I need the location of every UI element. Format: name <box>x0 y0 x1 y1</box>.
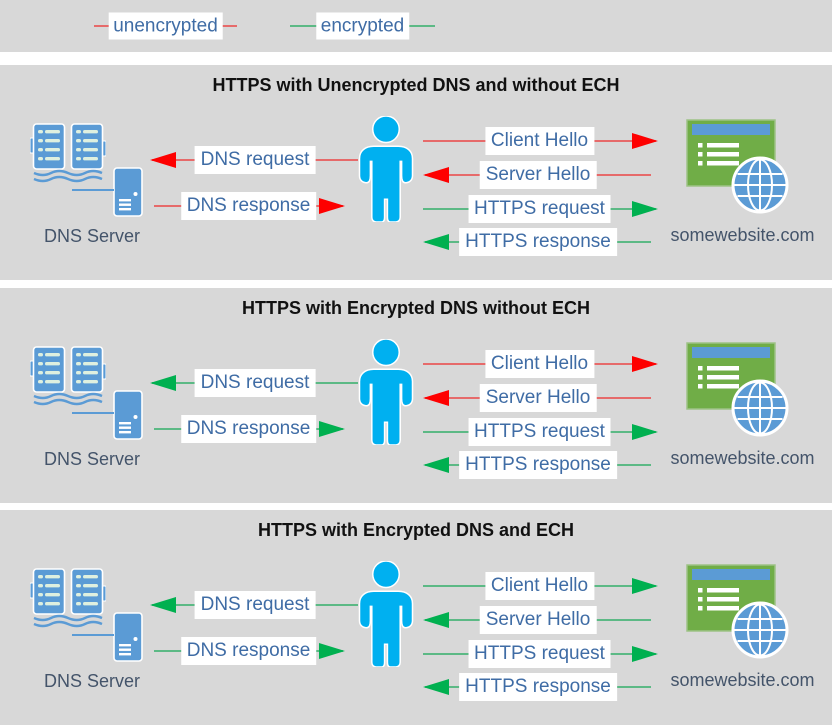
server-icon <box>113 167 143 217</box>
dns-server-label: DNS Server <box>44 449 141 469</box>
arrowhead-icon <box>319 198 345 214</box>
panel-title: HTTPS with Encrypted DNS without ECH <box>241 298 590 318</box>
website-label: somewebsite.com <box>670 225 815 245</box>
arrowhead-icon <box>632 578 658 594</box>
arrow-label: Client Hello <box>484 350 595 378</box>
arrow-label: HTTPS response <box>459 228 617 256</box>
arrowhead-icon <box>423 457 449 473</box>
book-icon <box>30 567 106 629</box>
arrowhead-icon <box>319 643 345 659</box>
arrow-label: DNS response <box>180 192 317 220</box>
arrowhead-icon <box>423 679 449 695</box>
website-label: somewebsite.com <box>670 670 815 690</box>
arrow-label: HTTPS request <box>468 640 611 668</box>
arrowhead-icon <box>150 375 176 391</box>
website-icon <box>686 342 821 442</box>
arrowhead-icon <box>423 234 449 250</box>
arrowhead-icon <box>632 133 658 149</box>
arrow-label: DNS response <box>180 415 317 443</box>
arrow-label: DNS request <box>194 369 316 397</box>
arrow-label: HTTPS request <box>468 195 611 223</box>
arrow-label: DNS response <box>180 637 317 665</box>
arrow-label: Client Hello <box>484 127 595 155</box>
book-icon <box>30 122 106 184</box>
arrow-label: Server Hello <box>479 384 597 412</box>
panel-encrypted-dns-with-ech: HTTPS with Encrypted DNS and ECH DNS Ser… <box>0 510 832 725</box>
arrowhead-icon <box>150 152 176 168</box>
dns-server-label: DNS Server <box>44 671 141 691</box>
encrypted-line-sample <box>393 25 435 27</box>
server-icon <box>113 390 143 440</box>
legend-bar: unencrypted encrypted <box>0 0 832 52</box>
connector-line <box>72 412 114 414</box>
panel-unencrypted-dns-no-ech: HTTPS with Unencrypted DNS and without E… <box>0 65 832 280</box>
website-label: somewebsite.com <box>670 448 815 468</box>
connector-line <box>72 189 114 191</box>
arrowhead-icon <box>423 167 449 183</box>
arrow-label: HTTPS response <box>459 673 617 701</box>
panel-title: HTTPS with Unencrypted DNS and without E… <box>212 75 620 95</box>
panel-title: HTTPS with Encrypted DNS and ECH <box>257 520 575 540</box>
arrowhead-icon <box>150 597 176 613</box>
arrow-label: Server Hello <box>479 606 597 634</box>
arrow-label: Client Hello <box>484 572 595 600</box>
person-icon <box>356 339 416 445</box>
arrow-label: Server Hello <box>479 161 597 189</box>
arrow-label: HTTPS request <box>468 418 611 446</box>
website-icon <box>686 119 821 219</box>
arrowhead-icon <box>423 390 449 406</box>
panel-encrypted-dns-no-ech: HTTPS with Encrypted DNS without ECH DNS… <box>0 288 832 503</box>
dns-server-label: DNS Server <box>44 226 141 246</box>
arrowhead-icon <box>632 201 658 217</box>
legend-label-unencrypted: unencrypted <box>108 12 223 40</box>
person-icon <box>356 561 416 667</box>
arrowhead-icon <box>423 612 449 628</box>
book-icon <box>30 345 106 407</box>
arrow-label: DNS request <box>194 146 316 174</box>
arrowhead-icon <box>632 356 658 372</box>
arrow-label: HTTPS response <box>459 451 617 479</box>
arrowhead-icon <box>632 424 658 440</box>
arrowhead-icon <box>632 646 658 662</box>
connector-line <box>72 634 114 636</box>
legend-label-encrypted: encrypted <box>315 12 410 40</box>
arrow-label: DNS request <box>194 591 316 619</box>
encrypted-line-sample <box>290 25 328 27</box>
person-icon <box>356 116 416 222</box>
server-icon <box>113 612 143 662</box>
arrowhead-icon <box>319 421 345 437</box>
website-icon <box>686 564 821 664</box>
